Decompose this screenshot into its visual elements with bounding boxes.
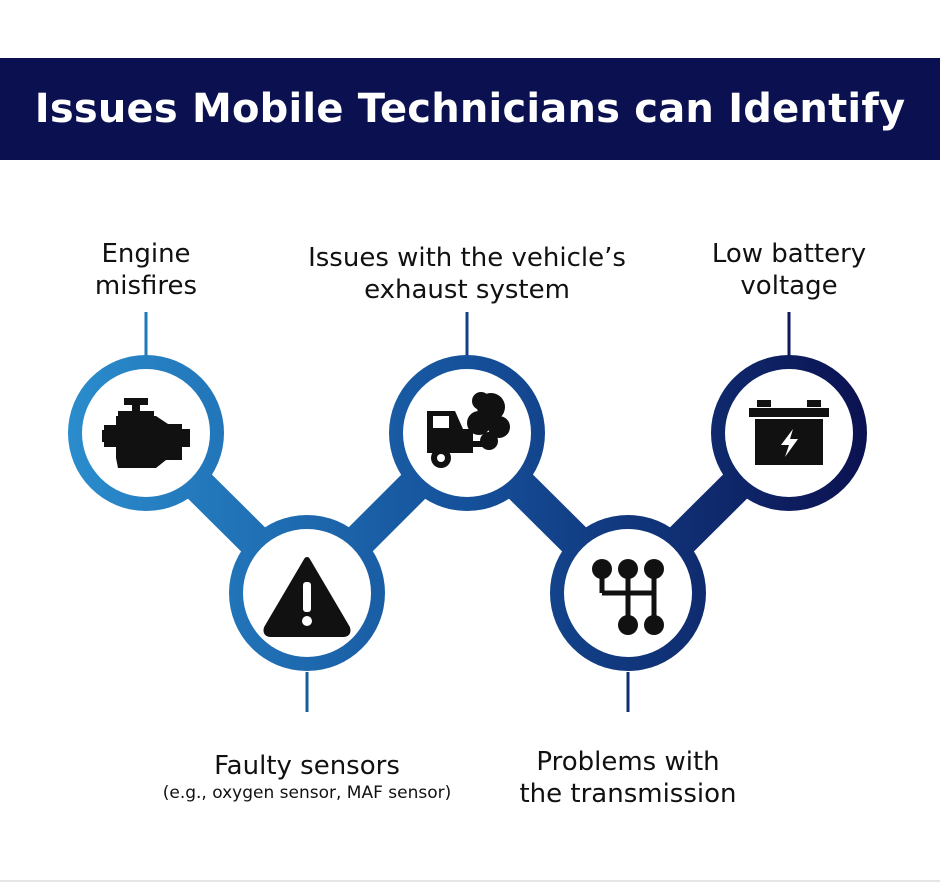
car-exhaust-icon xyxy=(427,392,510,468)
label-exhaust-system: Issues with the vehicle’s exhaust system xyxy=(297,242,637,306)
label-engine-misfires: Engine misfires xyxy=(46,238,246,302)
label-line: Issues with the vehicle’s xyxy=(308,243,626,273)
label-line: Faulty sensors xyxy=(214,751,400,781)
label-line: Problems with xyxy=(536,747,720,777)
title-banner: Issues Mobile Technicians can Identify xyxy=(0,58,940,160)
label-line: Low battery xyxy=(711,239,867,269)
label-line: voltage xyxy=(740,271,838,301)
warning-triangle-icon xyxy=(263,557,351,637)
label-line: misfires xyxy=(94,271,198,301)
label-faulty-sensors: Faulty sensors (e.g., oxygen sensor, MAF… xyxy=(137,750,477,804)
label-line: exhaust system xyxy=(364,275,570,305)
label-line: Engine xyxy=(101,239,191,269)
bottom-divider xyxy=(0,880,940,882)
label-subtext: (e.g., oxygen sensor, MAF sensor) xyxy=(162,783,452,803)
page-title: Issues Mobile Technicians can Identify xyxy=(34,86,906,132)
engine-icon xyxy=(102,398,190,468)
label-line: the transmission xyxy=(519,779,737,809)
label-low-battery-voltage: Low battery voltage xyxy=(689,238,889,302)
label-transmission-problems: Problems with the transmission xyxy=(478,746,778,810)
battery-icon xyxy=(749,400,829,465)
gear-shifter-icon xyxy=(592,559,664,635)
